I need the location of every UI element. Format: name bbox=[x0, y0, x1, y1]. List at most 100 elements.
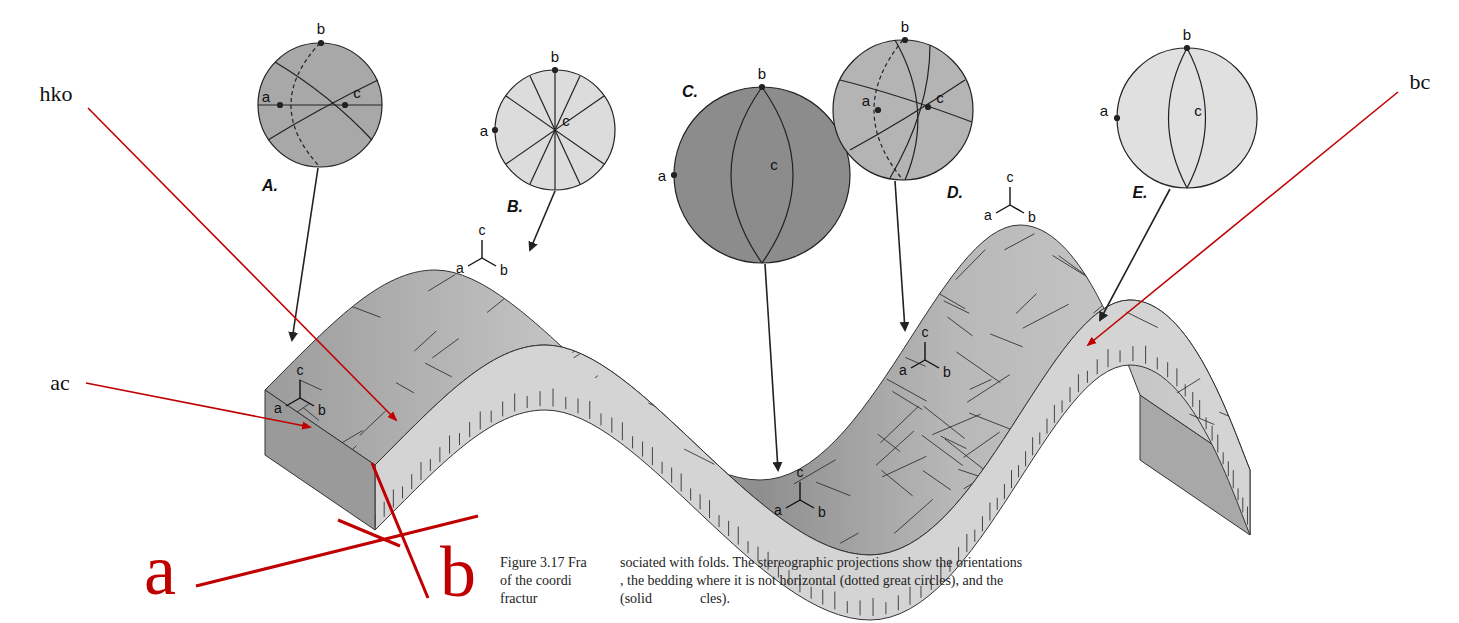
net-letter: c bbox=[562, 113, 570, 128]
net-letter: b bbox=[901, 19, 909, 34]
fracture bbox=[1192, 392, 1193, 407]
fracture bbox=[396, 383, 414, 393]
fracture bbox=[1127, 420, 1153, 439]
fracture bbox=[876, 431, 914, 465]
fracture bbox=[1053, 255, 1094, 280]
fracture bbox=[708, 276, 741, 295]
fracture bbox=[279, 426, 304, 435]
fracture bbox=[322, 430, 363, 454]
fracture bbox=[420, 462, 421, 480]
fracture bbox=[649, 373, 665, 389]
fracture bbox=[572, 339, 587, 352]
fracture bbox=[794, 460, 836, 484]
fracture bbox=[699, 288, 732, 311]
fracture bbox=[890, 241, 920, 269]
fracture bbox=[669, 369, 704, 389]
fracture bbox=[681, 473, 682, 491]
fracture bbox=[425, 363, 452, 377]
axis-line bbox=[481, 240, 482, 258]
fracture bbox=[1105, 390, 1134, 403]
fracture bbox=[1217, 434, 1218, 452]
fracture bbox=[945, 439, 986, 471]
fracture bbox=[403, 246, 420, 260]
fracture bbox=[578, 398, 579, 413]
fracture bbox=[514, 393, 515, 411]
fracture bbox=[956, 250, 985, 280]
fracture bbox=[518, 520, 556, 541]
axis-line bbox=[786, 500, 800, 508]
fracture bbox=[686, 515, 722, 543]
caption-text: (solid bbox=[620, 592, 652, 606]
fracture bbox=[910, 587, 911, 605]
axis-line bbox=[911, 360, 925, 368]
axis-letter: b bbox=[500, 263, 508, 277]
fracture bbox=[501, 434, 521, 445]
fracture bbox=[502, 401, 503, 416]
fracture bbox=[651, 208, 682, 224]
net-letter: c bbox=[936, 90, 944, 105]
fracture bbox=[667, 522, 695, 539]
axis-letter: a bbox=[274, 401, 282, 415]
fracture bbox=[870, 197, 909, 222]
fracture bbox=[1059, 256, 1089, 278]
fracture bbox=[816, 482, 850, 496]
fracture bbox=[995, 516, 1044, 538]
fracture bbox=[411, 474, 412, 489]
fracture bbox=[563, 376, 598, 405]
fracture bbox=[303, 279, 346, 297]
net-letter: b bbox=[1183, 27, 1191, 42]
fracture bbox=[270, 520, 294, 533]
fracture bbox=[1150, 522, 1195, 541]
fracture bbox=[1219, 412, 1246, 423]
fracture bbox=[469, 422, 470, 437]
fracture bbox=[840, 533, 858, 543]
fracture bbox=[1234, 365, 1268, 382]
fracture bbox=[468, 435, 501, 449]
axis-letter: c bbox=[1007, 170, 1014, 184]
fracture bbox=[298, 491, 322, 505]
fracture bbox=[1110, 474, 1138, 497]
fracture bbox=[1146, 252, 1164, 260]
fracture bbox=[792, 332, 832, 355]
fracture bbox=[822, 590, 823, 605]
fracture bbox=[719, 513, 756, 533]
fracture bbox=[674, 226, 700, 247]
fracture bbox=[540, 436, 555, 450]
fracture bbox=[769, 327, 806, 363]
fracture bbox=[299, 380, 322, 390]
fracture bbox=[882, 456, 926, 477]
axis-name: b bbox=[440, 536, 476, 608]
fracture bbox=[990, 334, 1022, 347]
fracture bbox=[487, 283, 523, 312]
fracture bbox=[811, 587, 812, 599]
fracture bbox=[881, 470, 912, 496]
fracture bbox=[330, 298, 381, 317]
fracture bbox=[1032, 437, 1033, 455]
axis-line bbox=[800, 500, 814, 508]
fracture bbox=[1087, 371, 1088, 383]
fracture bbox=[964, 476, 984, 489]
fracture bbox=[1221, 272, 1260, 286]
fracture bbox=[589, 401, 590, 419]
fracture bbox=[430, 459, 431, 471]
fracture bbox=[873, 598, 874, 616]
caption-text: fractur bbox=[500, 592, 537, 606]
axis-line bbox=[1009, 187, 1010, 205]
fracture bbox=[274, 207, 292, 222]
fracture bbox=[1167, 362, 1168, 377]
fracture bbox=[1094, 224, 1128, 248]
fracture bbox=[767, 445, 800, 478]
fracture bbox=[894, 499, 933, 533]
fracture bbox=[402, 486, 403, 498]
fracture bbox=[1025, 451, 1026, 466]
axis-letter: a bbox=[899, 363, 907, 377]
fracture bbox=[1120, 350, 1121, 362]
fracture bbox=[967, 375, 1009, 402]
caption-text: cles). bbox=[700, 592, 730, 606]
fracture bbox=[454, 397, 500, 420]
fracture bbox=[622, 422, 623, 440]
net-letter: a bbox=[262, 89, 270, 104]
fracture bbox=[1054, 405, 1055, 423]
axis-name: a bbox=[144, 534, 176, 606]
fracture bbox=[941, 436, 967, 448]
